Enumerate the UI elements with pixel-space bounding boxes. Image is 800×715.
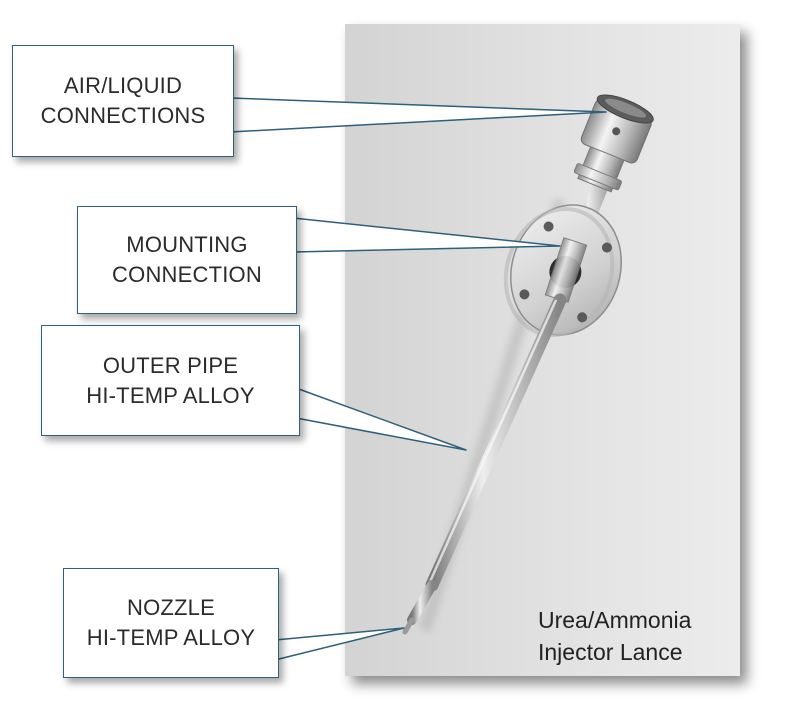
mounting-flange [503,204,623,337]
outer-pipe-highlight [427,299,558,585]
nozzle [402,580,437,635]
callout-outer-pipe-line2: HI-TEMP ALLOY [86,382,255,408]
pointer-outer-pipe [295,387,467,451]
callout-outer-pipe: OUTER PIPE HI-TEMP ALLOY [41,325,300,436]
callout-nozzle-line2: HI-TEMP ALLOY [86,625,256,650]
callout-mounting-line2: CONNECTION [112,262,262,287]
callout-nozzle-line1: NOZZLE [126,595,215,620]
outer-pipe [425,293,567,592]
product-caption: Urea/Ammonia Injector Lance [538,604,728,668]
callout-air-liquid-connections: AIR/LIQUID CONNECTIONS [12,45,234,157]
callout-nozzle: NOZZLE HI-TEMP ALLOY [63,568,279,678]
callout-mounting-line1: MOUNTING [126,232,248,257]
pointer-air-liquid [229,97,607,133]
callout-mounting-connection: MOUNTING CONNECTION [77,206,297,314]
callout-air-liquid-line1: AIR/LIQUID [63,73,183,98]
caption-line1: Urea/Ammonia [538,607,692,633]
callout-outer-pipe-line1: OUTER PIPE [102,352,239,378]
callout-air-liquid-line2: CONNECTIONS [40,103,206,128]
caption-line2: Injector Lance [538,639,683,665]
pointer-nozzle [274,627,405,661]
air-liquid-connection-head [573,94,654,193]
